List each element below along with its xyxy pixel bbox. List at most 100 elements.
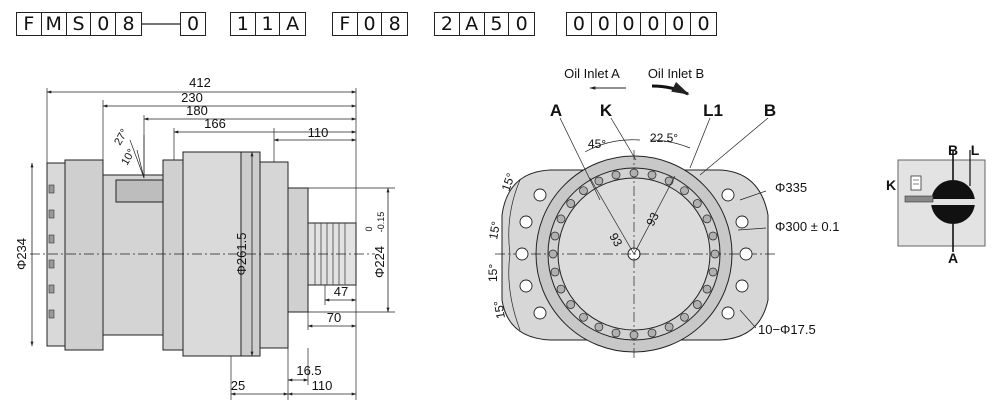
front-view — [495, 117, 775, 360]
port-k-label: K — [600, 101, 613, 120]
ring-bolt — [556, 284, 566, 294]
hole-spec: 10−Φ17.5 — [758, 322, 816, 337]
code-char: 0 — [358, 13, 383, 35]
ring-bolt — [710, 249, 720, 259]
code-char: 5 — [485, 13, 510, 35]
code-group-1: F M S 0 8 — [16, 12, 142, 36]
ring-bolt — [664, 176, 674, 186]
front-bearing — [287, 187, 309, 313]
code-char: 0 — [567, 13, 592, 35]
angle-15-2: 15° — [486, 220, 503, 241]
ring-bolt — [702, 214, 712, 224]
rear-housing — [64, 159, 104, 351]
ring-bolt — [611, 328, 621, 338]
code-group-5: 2 A 5 0 — [434, 12, 535, 36]
ring-bolt — [692, 300, 702, 309]
dim-16-5: 16.5 — [296, 363, 321, 378]
dim-412: 412 — [189, 75, 211, 90]
ring-bolt — [550, 231, 560, 241]
angle-15-3: 15° — [486, 264, 500, 282]
code-char: 0 — [617, 13, 642, 35]
code-group-3: 1 1 A — [230, 12, 306, 36]
ring-bolt — [692, 199, 702, 208]
ring-bolt — [647, 170, 657, 180]
schematic-b-label: B — [948, 142, 958, 158]
dim-166: 166 — [204, 116, 226, 131]
ring-bolt — [566, 199, 576, 208]
dim-110-top: 110 — [308, 125, 329, 140]
port-a-label: A — [550, 101, 562, 120]
ring-bolt — [708, 231, 718, 241]
ring-bolt — [708, 267, 718, 277]
ring-bolt — [566, 300, 576, 309]
angle-27: 27° — [112, 127, 131, 147]
mounting-hole — [735, 215, 749, 229]
code-char: S — [67, 13, 92, 35]
ring-bolt — [579, 312, 588, 322]
code-group-4: F 0 8 — [332, 12, 408, 36]
dia-300: Φ300 ± 0.1 — [775, 219, 840, 234]
code-char: 8 — [388, 13, 401, 35]
angle-22-5: 22.5° — [650, 131, 678, 145]
port-l1-label: L1 — [703, 101, 723, 120]
mounting-hole — [735, 279, 749, 293]
ring-bolt — [629, 168, 639, 178]
mounting-flange — [259, 161, 289, 349]
tol-224-lower: -0.15 — [376, 212, 386, 233]
port-block — [115, 179, 167, 203]
dim-70: 70 — [327, 310, 341, 325]
side-view — [30, 88, 395, 400]
dia-261-5: Φ261.5 — [234, 233, 249, 276]
code-char: A — [460, 13, 485, 35]
schematic-k-label: K — [886, 177, 896, 193]
code-char: 0 — [666, 13, 692, 35]
dia-224: Φ224 — [372, 246, 387, 278]
dia-234: Φ234 — [14, 238, 29, 270]
dim-25: 25 — [231, 378, 245, 393]
mounting-hole — [721, 188, 735, 202]
schematic-l-label: L — [971, 142, 980, 158]
code-char: M — [42, 13, 67, 35]
mounting-hole — [519, 215, 533, 229]
code-char: 0 — [186, 13, 200, 35]
ring-bolt — [664, 322, 674, 332]
code-char: 0 — [641, 13, 667, 35]
oil-inlet-a-label: Oil Inlet A — [564, 66, 620, 81]
code-char: 8 — [122, 13, 135, 35]
ring-bolt — [647, 328, 657, 338]
angle-10: 10° — [119, 147, 138, 167]
ring-bolt — [702, 284, 712, 294]
port-b-label: B — [764, 101, 776, 120]
mounting-hole — [519, 279, 533, 293]
dim-230: 230 — [181, 90, 203, 105]
port-schematic — [897, 150, 986, 252]
dim-47: 47 — [334, 284, 348, 299]
angle-15-4: 15° — [491, 299, 508, 319]
code-char: 1 — [231, 13, 256, 35]
code-group-2: 0 — [180, 12, 206, 36]
mid-ring — [162, 159, 184, 351]
code-char: A — [286, 13, 300, 35]
mounting-hole — [721, 306, 735, 320]
ring-bolt — [556, 214, 566, 224]
code-char: 2 — [435, 13, 460, 35]
dim-180: 180 — [186, 103, 208, 118]
ring-bolt — [594, 176, 604, 186]
code-group-6: 0 0 0 0 0 0 — [566, 12, 717, 36]
oil-inlet-b-arrow — [651, 81, 690, 96]
ring-bolt — [611, 170, 621, 180]
code-char: F — [17, 13, 42, 35]
ring-bolt — [550, 267, 560, 277]
schematic-a-label: A — [948, 250, 958, 266]
mounting-hole — [515, 247, 529, 261]
code-char: 0 — [697, 13, 710, 35]
dia-335: Φ335 — [775, 180, 807, 195]
ring-bolt — [680, 312, 689, 322]
angle-15-1: 15° — [499, 171, 518, 193]
dim-93-b: 93 — [643, 210, 662, 229]
code-char: 0 — [515, 13, 528, 35]
ring-bolt — [594, 322, 604, 332]
ring-bolt — [548, 249, 558, 259]
tol-224-upper: 0 — [364, 226, 374, 231]
